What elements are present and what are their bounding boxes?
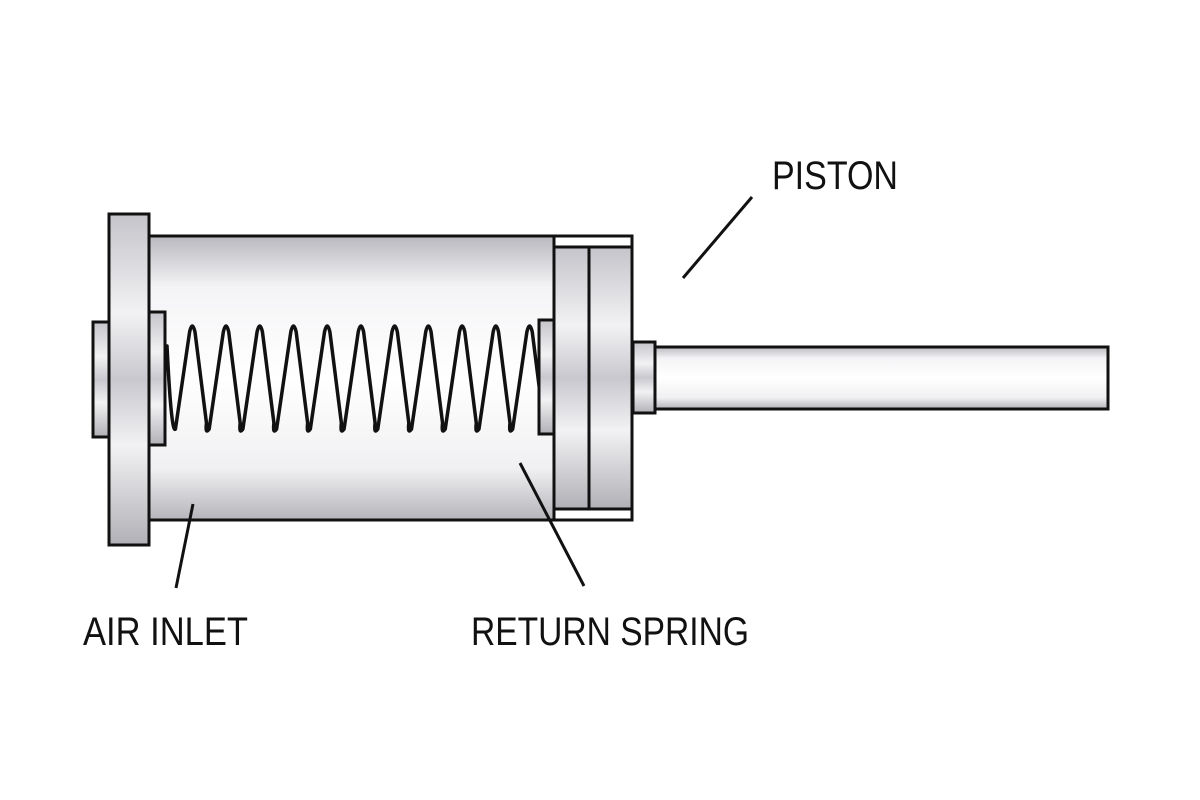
rod-shaft — [653, 345, 1110, 411]
piston-disc — [552, 245, 634, 511]
piston-rod — [631, 340, 1110, 415]
piston-head — [552, 234, 634, 522]
return-spring-leader-line — [518, 462, 586, 587]
air-inlet-label: AIR INLET — [83, 610, 248, 654]
rod-collar — [631, 340, 657, 415]
spring-seat-right — [537, 318, 556, 436]
return-spring-label: RETURN SPRING — [471, 610, 749, 654]
end-cap-flange — [91, 212, 167, 547]
inlet-port-stub — [91, 320, 111, 439]
piston-leader-line — [681, 196, 754, 279]
spring-coil — [165, 324, 546, 433]
return-spring — [165, 324, 546, 433]
piston-label: PISTON — [772, 154, 898, 198]
air-inlet-leader-line — [174, 503, 195, 589]
flange-plate — [107, 212, 151, 547]
spring-seat-left — [147, 310, 167, 447]
